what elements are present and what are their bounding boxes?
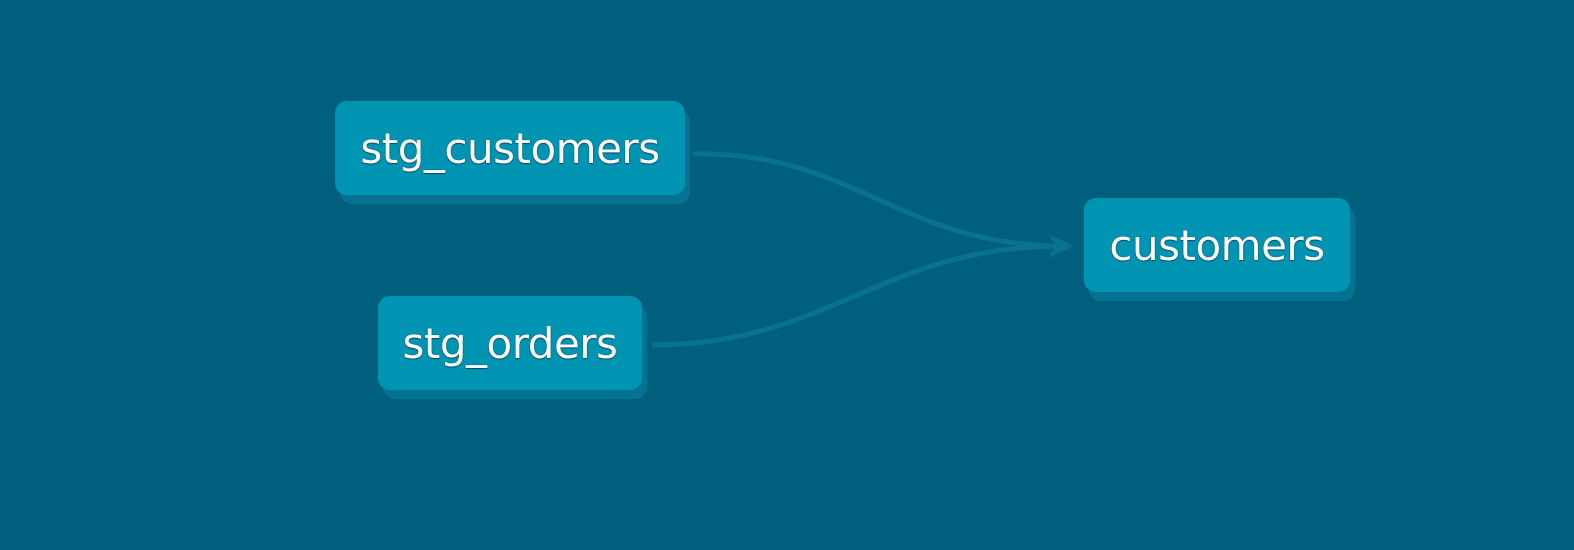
model-node-customers[interactable]: customers — [1084, 198, 1350, 292]
edge-stg-orders-to-customers — [651, 243, 1061, 348]
node-label: customers — [1109, 220, 1325, 270]
model-node-stg-orders[interactable]: stg_orders — [378, 296, 642, 390]
model-node-stg-customers[interactable]: stg_customers — [335, 101, 685, 195]
edge-arrowhead-icon — [1048, 234, 1074, 258]
node-label: stg_customers — [360, 123, 660, 173]
node-label: stg_orders — [402, 318, 618, 368]
edge-stg-customers-to-customers — [692, 151, 1061, 249]
